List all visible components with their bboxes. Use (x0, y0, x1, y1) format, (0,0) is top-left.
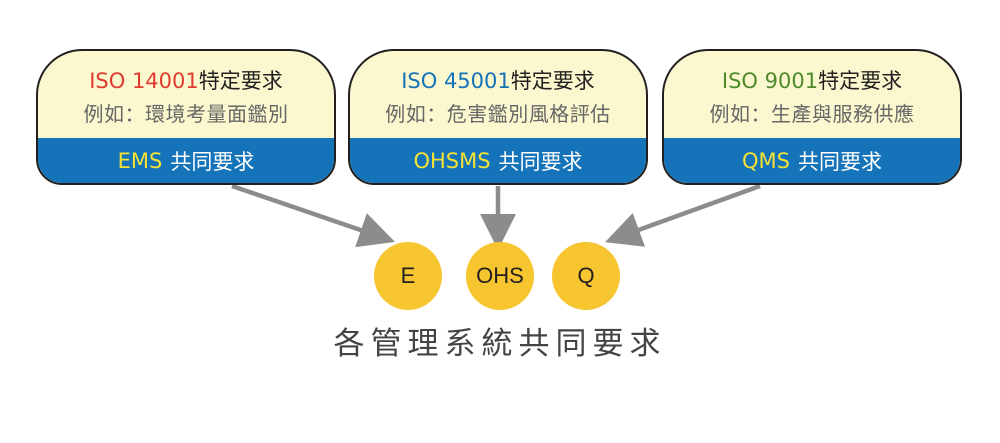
card-title: ISO 45001特定要求 (350, 65, 646, 95)
circle-q: Q (552, 242, 620, 310)
common-requirement-band: OHSMS 共同要求 (350, 138, 646, 183)
system-abbr: OHSMS (413, 148, 491, 173)
circle-ohs: OHS (466, 242, 534, 310)
card-iso14001: ISO 14001特定要求 例如：環境考量面鑑別 EMS 共同要求 (36, 49, 336, 185)
circle-e: E (374, 242, 442, 310)
standard-name: ISO 14001 (89, 69, 199, 93)
example-text: 例如：生產與服務供應 (709, 102, 915, 126)
system-abbr: EMS (117, 148, 163, 173)
card-iso9001: ISO 9001特定要求 例如：生產與服務供應 QMS 共同要求 (662, 49, 962, 185)
example-text: 例如：危害鑑別風格評估 (385, 102, 611, 126)
example-text: 例如：環境考量面鑑別 (83, 102, 289, 126)
common-requirement-label: 共同要求 (170, 149, 255, 174)
standard-name: ISO 45001 (401, 69, 511, 93)
standard-name: ISO 9001 (721, 69, 819, 93)
common-requirement-band: QMS 共同要求 (664, 138, 960, 183)
arrow-qms-to-q (605, 183, 761, 247)
specific-requirement-label: 特定要求 (818, 69, 903, 93)
specific-requirement-label: 特定要求 (510, 69, 595, 93)
card-iso45001: ISO 45001特定要求 例如：危害鑑別風格評估 OHSMS 共同要求 (348, 49, 648, 185)
arrow-ems-to-e (231, 183, 396, 248)
common-requirement-label: 共同要求 (797, 149, 882, 174)
common-requirement-label: 共同要求 (498, 149, 583, 174)
specific-requirement-label: 特定要求 (198, 69, 283, 93)
card-title: ISO 14001特定要求 (38, 65, 334, 95)
common-requirement-band: EMS 共同要求 (38, 138, 334, 183)
system-abbr: QMS (742, 148, 790, 173)
card-title: ISO 9001特定要求 (664, 65, 960, 95)
bottom-title: 各管理系統共同要求 (333, 326, 667, 362)
